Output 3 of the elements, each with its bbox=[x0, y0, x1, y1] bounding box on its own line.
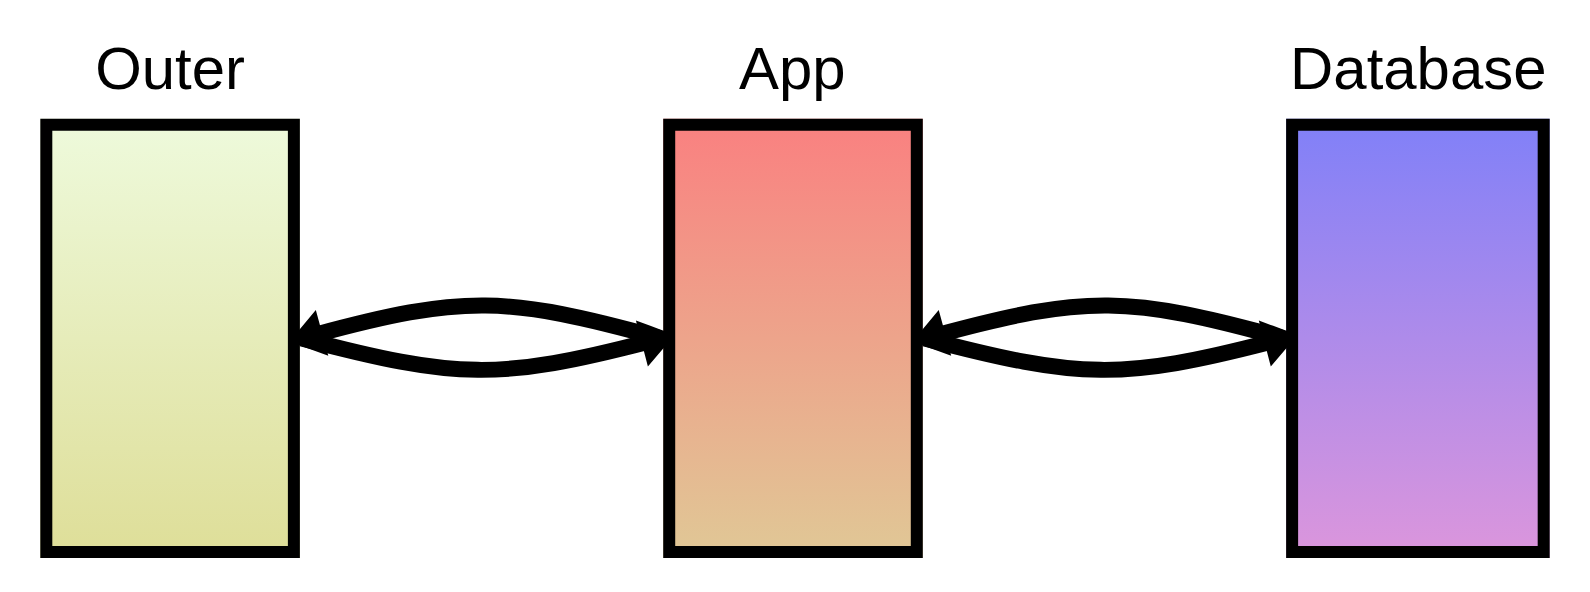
node-label: Database bbox=[1290, 34, 1547, 102]
node-label: Outer bbox=[95, 34, 245, 102]
node-label: App bbox=[739, 34, 846, 102]
